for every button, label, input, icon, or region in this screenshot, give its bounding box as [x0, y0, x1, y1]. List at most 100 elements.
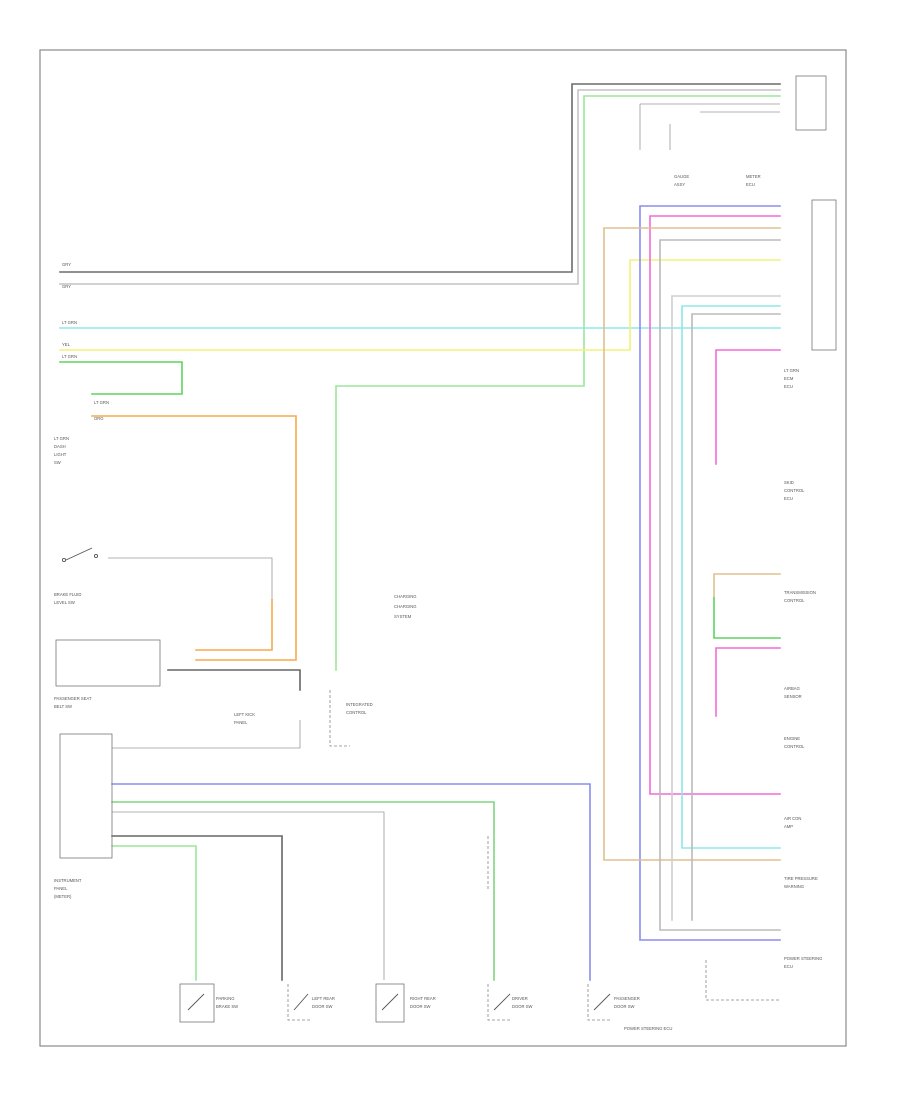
- switch-3: [375, 983, 405, 1023]
- wire-blue-bottom: [111, 783, 591, 981]
- svg-text:DRIVER: DRIVER: [512, 996, 528, 1001]
- wire-dark-gray-top: [59, 83, 781, 273]
- svg-text:INSTRUMENT: INSTRUMENT: [54, 878, 82, 883]
- svg-text:RIGHT REAR: RIGHT REAR: [410, 996, 436, 1001]
- svg-text:LEFT KICK: LEFT KICK: [234, 712, 255, 717]
- svg-text:PARKING: PARKING: [216, 996, 235, 1001]
- wire-tan-loop: [713, 573, 781, 599]
- svg-text:CONTROL: CONTROL: [784, 488, 805, 493]
- svg-text:LEVEL SW: LEVEL SW: [54, 600, 75, 605]
- svg-text:PASSENGER SEAT: PASSENGER SEAT: [54, 696, 92, 701]
- svg-text:SKID: SKID: [784, 480, 794, 485]
- wire-pink-right-b: [715, 349, 781, 465]
- wire-green-loop: [59, 361, 183, 395]
- wire-orange-b: [195, 599, 273, 651]
- svg-text:LEFT REAR: LEFT REAR: [312, 996, 335, 1001]
- svg-text:LT GRN: LT GRN: [62, 354, 77, 359]
- svg-text:ECU: ECU: [746, 182, 755, 187]
- svg-text:ECU: ECU: [784, 384, 793, 389]
- svg-text:BELT SW: BELT SW: [54, 704, 72, 709]
- svg-text:GAUGE: GAUGE: [674, 174, 689, 179]
- wire-light-gray-top: [59, 89, 781, 285]
- svg-text:(METER): (METER): [54, 894, 72, 899]
- ground-right: [705, 960, 780, 1001]
- svg-text:WARNING: WARNING: [784, 884, 804, 889]
- wire-green-bottom: [111, 801, 495, 981]
- svg-text:LT GRN: LT GRN: [94, 400, 109, 405]
- wire-layer: [59, 83, 781, 981]
- svg-text:LT GRN: LT GRN: [784, 368, 799, 373]
- svg-text:LT GRN: LT GRN: [62, 320, 77, 325]
- connector-top-right: [795, 75, 827, 131]
- svg-text:BRAKE FLUID: BRAKE FLUID: [54, 592, 81, 597]
- switch-5: [587, 984, 612, 1021]
- svg-text:SENSOR: SENSOR: [784, 694, 802, 699]
- switch-4: [487, 984, 512, 1021]
- svg-text:CONTROL: CONTROL: [346, 710, 367, 715]
- wire-pink-right: [649, 215, 781, 795]
- diagram-frame: [39, 49, 847, 1047]
- wire-gray-right-b: [691, 313, 781, 921]
- svg-text:POWER STEERING: POWER STEERING: [784, 956, 822, 961]
- svg-text:TRANSMISSION: TRANSMISSION: [784, 590, 816, 595]
- svg-text:LT GRN: LT GRN: [54, 436, 69, 441]
- svg-text:ENGINE: ENGINE: [784, 736, 800, 741]
- switch-left-mid: [61, 547, 99, 563]
- svg-text:PANEL: PANEL: [234, 720, 248, 725]
- svg-text:POWER STEERING ECU: POWER STEERING ECU: [624, 1026, 672, 1031]
- svg-text:INTEGRATED: INTEGRATED: [346, 702, 373, 707]
- component-layer: [55, 75, 837, 1023]
- svg-text:ECM: ECM: [784, 376, 794, 381]
- wire-blue-right: [639, 205, 781, 941]
- wire-cyan-right: [681, 305, 781, 849]
- connector-right-strip: [811, 199, 837, 351]
- switch-1: [179, 983, 215, 1023]
- wire-green-bottom-b: [111, 845, 197, 981]
- svg-text:DOOR SW: DOOR SW: [312, 1004, 333, 1009]
- wire-orange: [91, 415, 297, 661]
- svg-text:GRY: GRY: [62, 284, 71, 289]
- svg-text:CHARGING: CHARGING: [394, 604, 417, 609]
- svg-text:SYSTEM: SYSTEM: [394, 614, 412, 619]
- svg-text:CHARGING: CHARGING: [394, 594, 417, 599]
- svg-text:AMP: AMP: [784, 824, 793, 829]
- svg-text:YEL: YEL: [62, 342, 71, 347]
- svg-text:DASH: DASH: [54, 444, 66, 449]
- wire-dark-bottom: [111, 835, 283, 981]
- svg-text:PANEL: PANEL: [54, 886, 68, 891]
- wire-gray-right: [659, 239, 781, 931]
- svg-text:METER: METER: [746, 174, 761, 179]
- svg-text:CONTROL: CONTROL: [784, 598, 805, 603]
- module-left-lower: [59, 733, 113, 859]
- label-layer: GRY GRY LT GRN YEL LT GRN LT GRN ORG LT …: [54, 174, 822, 1031]
- svg-text:TIRE PRESSURE: TIRE PRESSURE: [784, 876, 818, 881]
- wire-gray-switch: [108, 557, 273, 600]
- svg-text:LIGHT: LIGHT: [54, 452, 67, 457]
- svg-text:ASSY: ASSY: [674, 182, 685, 187]
- wire-light-gray-right: [671, 295, 781, 921]
- svg-text:GRY: GRY: [62, 262, 71, 267]
- svg-text:ECU: ECU: [784, 496, 793, 501]
- svg-text:DOOR SW: DOOR SW: [410, 1004, 431, 1009]
- svg-text:AIR CON: AIR CON: [784, 816, 801, 821]
- svg-text:SW: SW: [54, 460, 61, 465]
- svg-text:ORG: ORG: [94, 416, 104, 421]
- lamp-mid: [329, 690, 350, 747]
- switch-2: [287, 984, 312, 1021]
- svg-text:AIRBAG: AIRBAG: [784, 686, 800, 691]
- svg-text:ECU: ECU: [784, 964, 793, 969]
- svg-text:DOOR SW: DOOR SW: [512, 1004, 533, 1009]
- wire-gray-bottom-a: [112, 720, 301, 749]
- wire-dark-switch: [167, 669, 301, 691]
- svg-text:CONTROL: CONTROL: [784, 744, 805, 749]
- wire-yellow-upper: [59, 259, 781, 351]
- svg-text:BRAKE SW: BRAKE SW: [216, 1004, 238, 1009]
- wire-gray-bottom-b: [112, 811, 385, 980]
- svg-text:PASSENGER: PASSENGER: [614, 996, 640, 1001]
- wire-pink-loop-right: [715, 647, 781, 717]
- module-left-upper: [55, 639, 161, 687]
- svg-text:DOOR SW: DOOR SW: [614, 1004, 635, 1009]
- wire-green-top: [335, 95, 781, 671]
- wire-green-loop-right: [713, 597, 781, 639]
